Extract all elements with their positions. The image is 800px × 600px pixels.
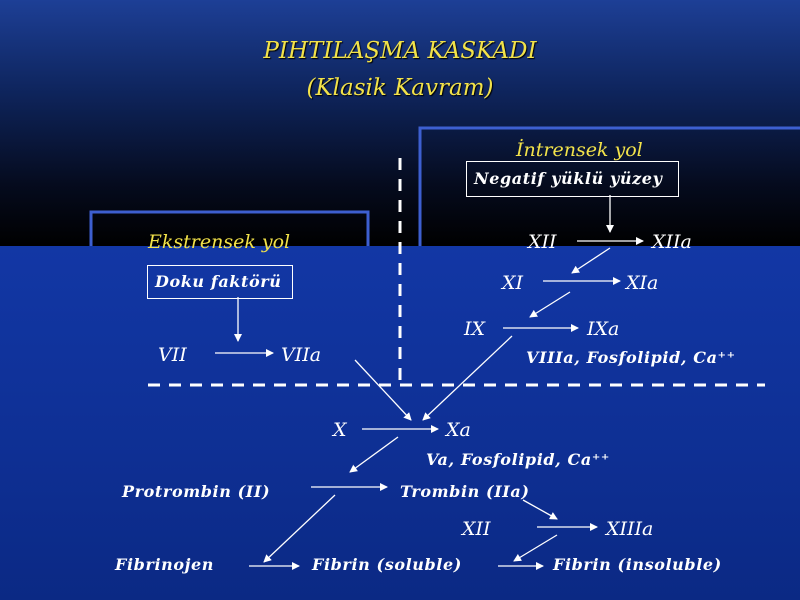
extrinsic-panel-outline	[89, 210, 370, 246]
factor-xii: XII	[528, 231, 557, 253]
factor-ix: IX	[464, 318, 486, 340]
tissue-factor-box	[147, 265, 293, 299]
tissue-factor-label: Doku faktörü	[155, 272, 282, 291]
arrow-thrombin-to-xiii	[522, 499, 558, 520]
intrinsic-panel-outline	[418, 126, 800, 246]
ixa-cofactors: VIIIa, Fosfolipid, Ca⁺⁺	[526, 348, 736, 367]
title-line-2: (Klasik Kavram)	[306, 75, 494, 101]
negative-surface-box	[466, 161, 679, 197]
factor-xia: XIa	[626, 272, 659, 294]
factor-xiia: XIIa	[652, 231, 692, 253]
thrombin: Trombin (IIa)	[400, 482, 530, 501]
fibrin-insoluble: Fibrin (insoluble)	[553, 555, 722, 574]
factor-xiii: XII	[462, 518, 491, 540]
arrow-xiiia-to-fibrin	[513, 534, 558, 562]
arrow-viia-to-x	[354, 359, 412, 421]
intrinsic-heading: İntrensek yol	[516, 139, 643, 161]
negative-surface-label: Negatif yüklü yüzey	[474, 169, 663, 188]
factor-xa: Xa	[446, 419, 471, 441]
factor-xiiia: XIIIa	[606, 518, 654, 540]
arrow-xia-to-ix	[529, 291, 571, 318]
arrow-xiia-to-xi	[571, 247, 611, 274]
prothrombin: Protrombin (II)	[122, 482, 271, 501]
factor-x: X	[333, 419, 347, 441]
title-line-1: PIHTILAŞMA KASKADI	[263, 38, 537, 64]
factor-vii: VII	[158, 344, 187, 366]
fibrin-soluble: Fibrin (soluble)	[312, 555, 462, 574]
xa-cofactors: Va, Fosfolipid, Ca⁺⁺	[426, 450, 610, 469]
arrow-ixa-to-x	[422, 335, 513, 421]
arrow-thrombin-to-fibrinogen	[263, 494, 336, 563]
arrow-xa-to-prothrombin	[349, 436, 399, 473]
fibrinogen: Fibrinojen	[115, 555, 215, 574]
factor-xi: XI	[502, 272, 524, 294]
extrinsic-heading: Ekstrensek yol	[148, 231, 291, 253]
factor-ixa: IXa	[587, 318, 620, 340]
factor-viia: VIIa	[281, 344, 322, 366]
